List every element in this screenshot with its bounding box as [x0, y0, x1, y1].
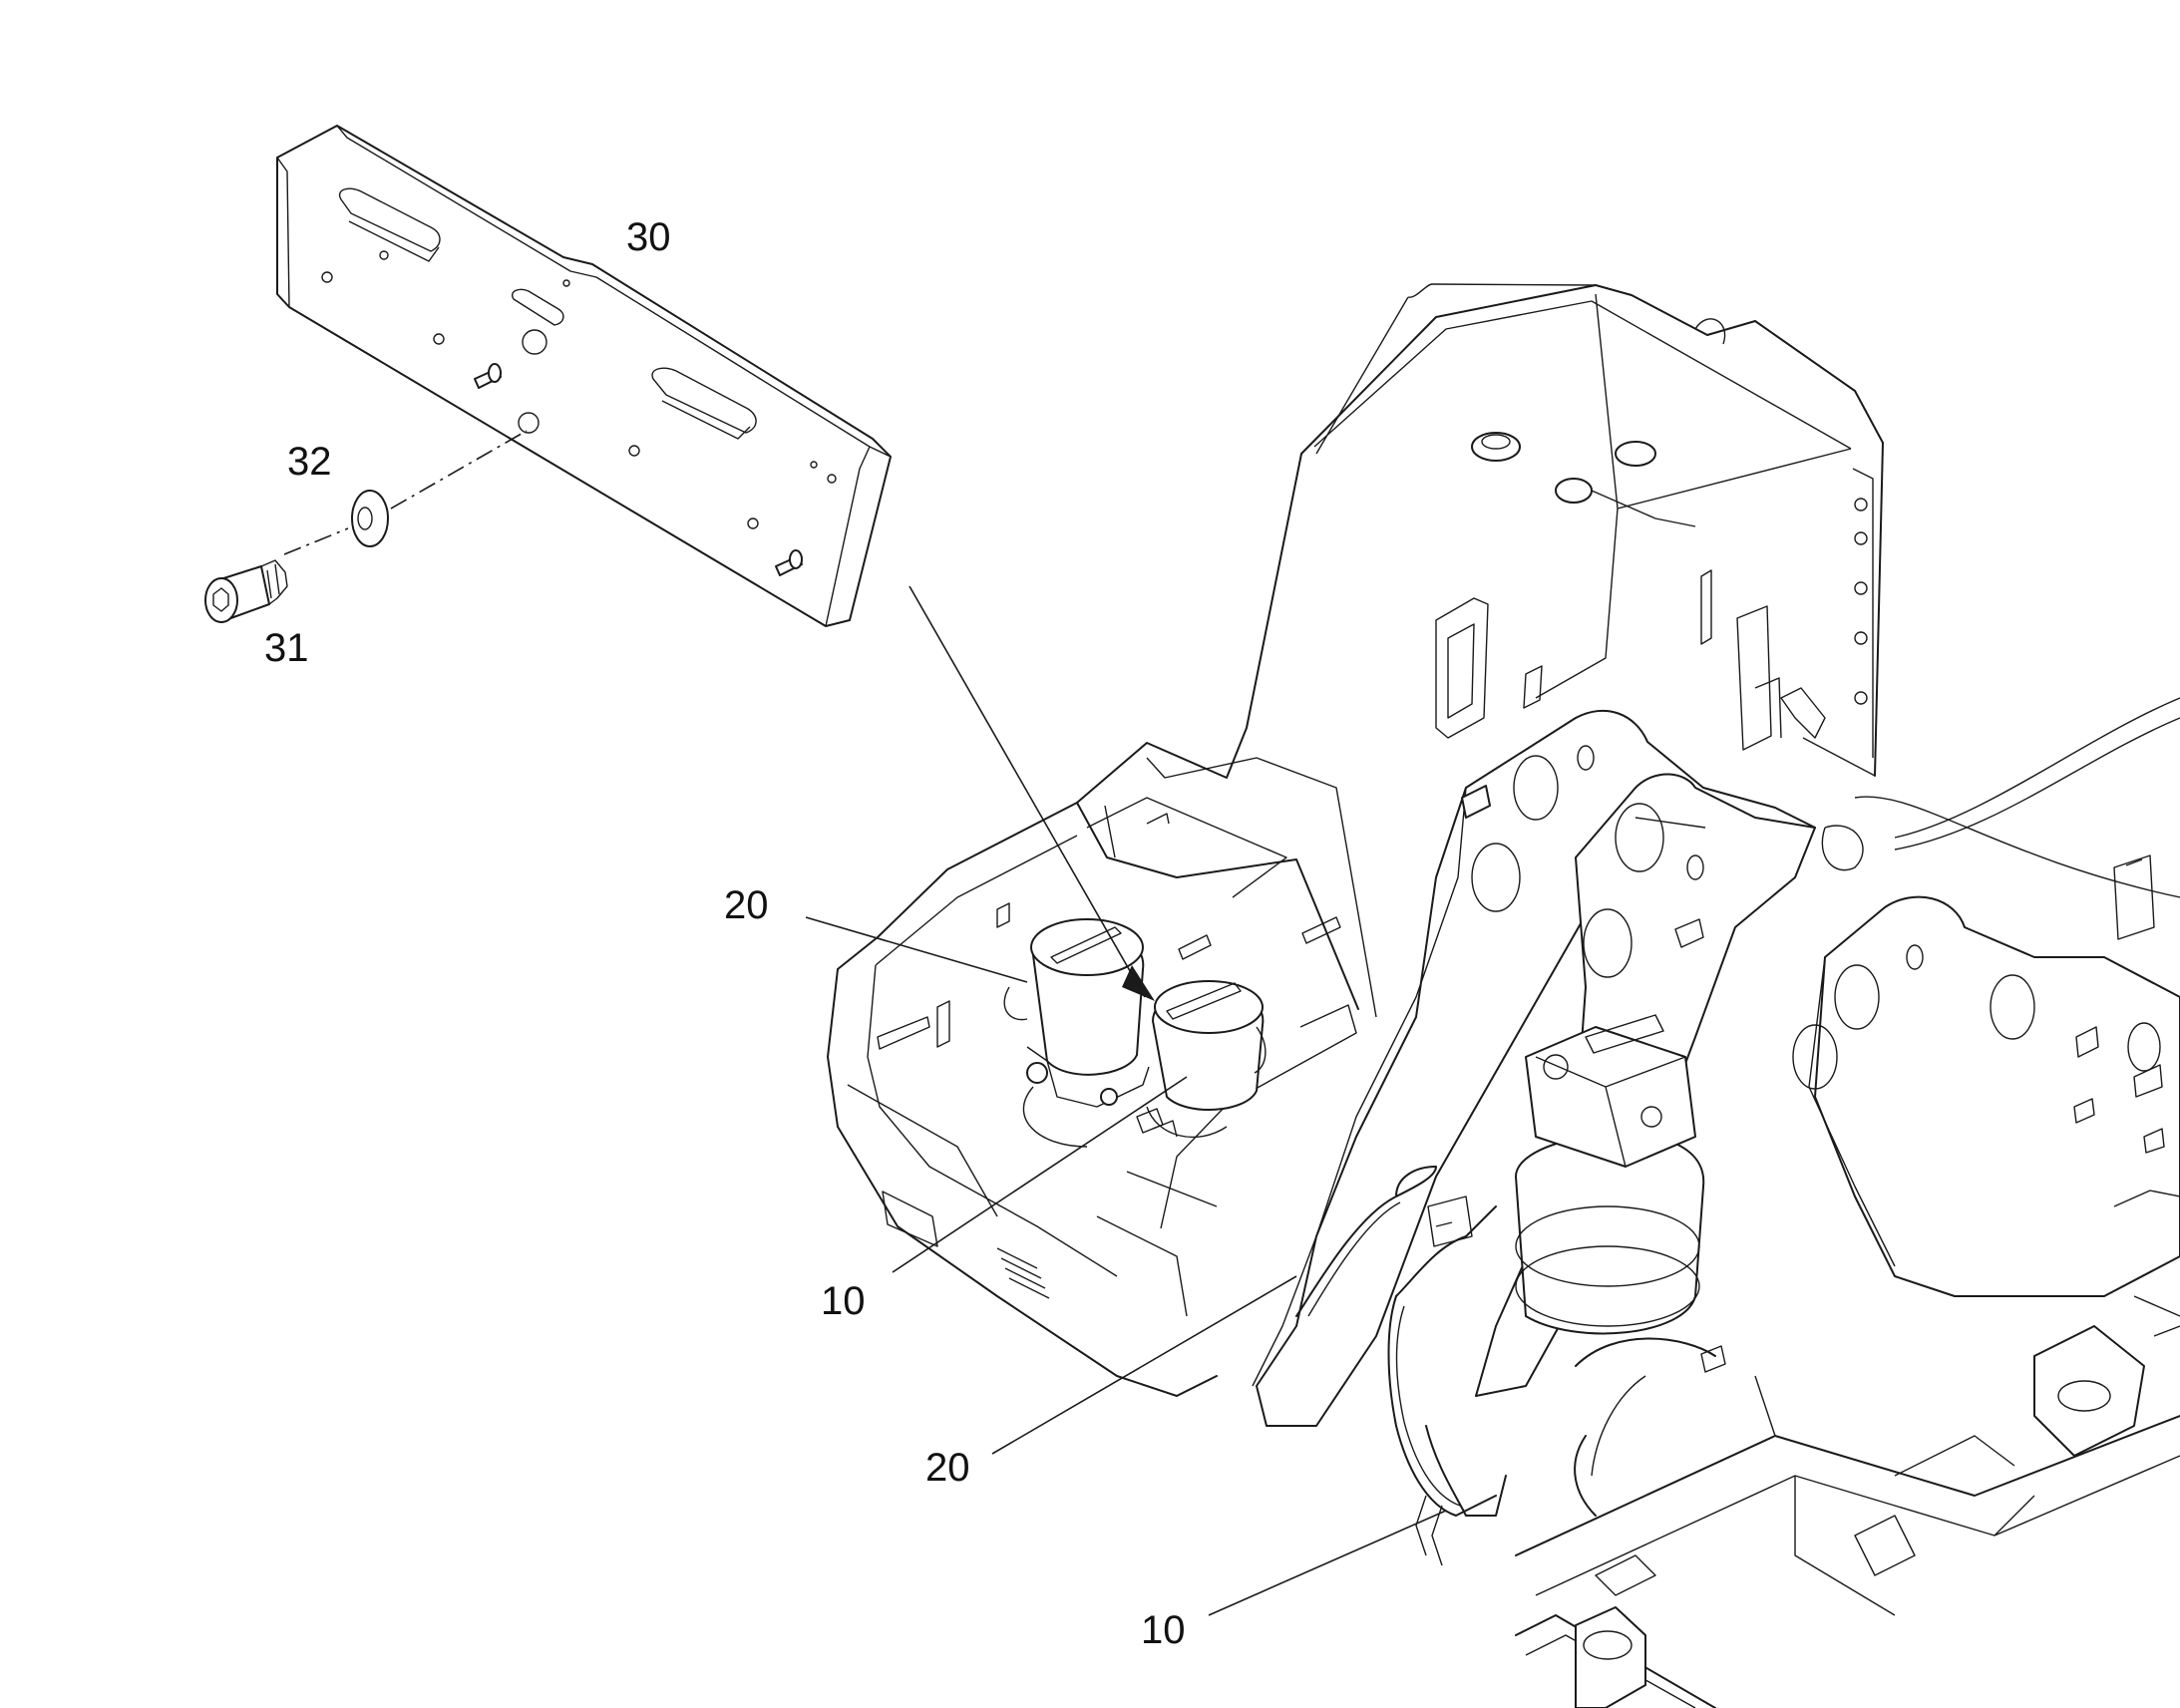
leader-20-lower — [991, 1275, 1297, 1455]
leader-30-arrowhead — [1122, 965, 1155, 1001]
leader-30 — [908, 585, 1146, 998]
vent-slots — [996, 1247, 1050, 1299]
undercarriage-frame — [1515, 1295, 2180, 1708]
boom-arm-right — [1792, 895, 2180, 1297]
callout-battery-upper-b: 10 — [821, 1279, 866, 1323]
wiring-harness — [1295, 1166, 1726, 1566]
assembly-axis-line — [283, 430, 528, 555]
callout-cover-plate: 30 — [626, 215, 671, 259]
washer-part — [351, 490, 389, 547]
battery-left — [1003, 918, 1150, 1148]
swing-motor — [1515, 1014, 1705, 1335]
boom-arm-left — [1252, 709, 1816, 1427]
cylinder-bracket — [1780, 687, 1826, 739]
leader-lines — [805, 585, 1447, 1616]
callout-cable-lower-b: 10 — [1141, 1608, 1186, 1652]
callout-screw: 31 — [264, 626, 309, 670]
leader-10-upper — [892, 1076, 1188, 1273]
battery-right — [1136, 980, 1267, 1139]
leader-20-upper — [805, 916, 1028, 983]
hose-lower — [1894, 717, 2180, 851]
hose-upper — [1894, 697, 2180, 839]
cover-plate-part — [276, 125, 892, 627]
socket-screw-part — [204, 559, 288, 623]
leader-10-lower — [1208, 1510, 1447, 1616]
machine-frame — [827, 283, 1884, 1397]
callout-washer: 32 — [287, 440, 332, 484]
callout-battery-upper-a: 20 — [724, 883, 769, 927]
callout-cable-lower-a: 20 — [925, 1446, 970, 1490]
